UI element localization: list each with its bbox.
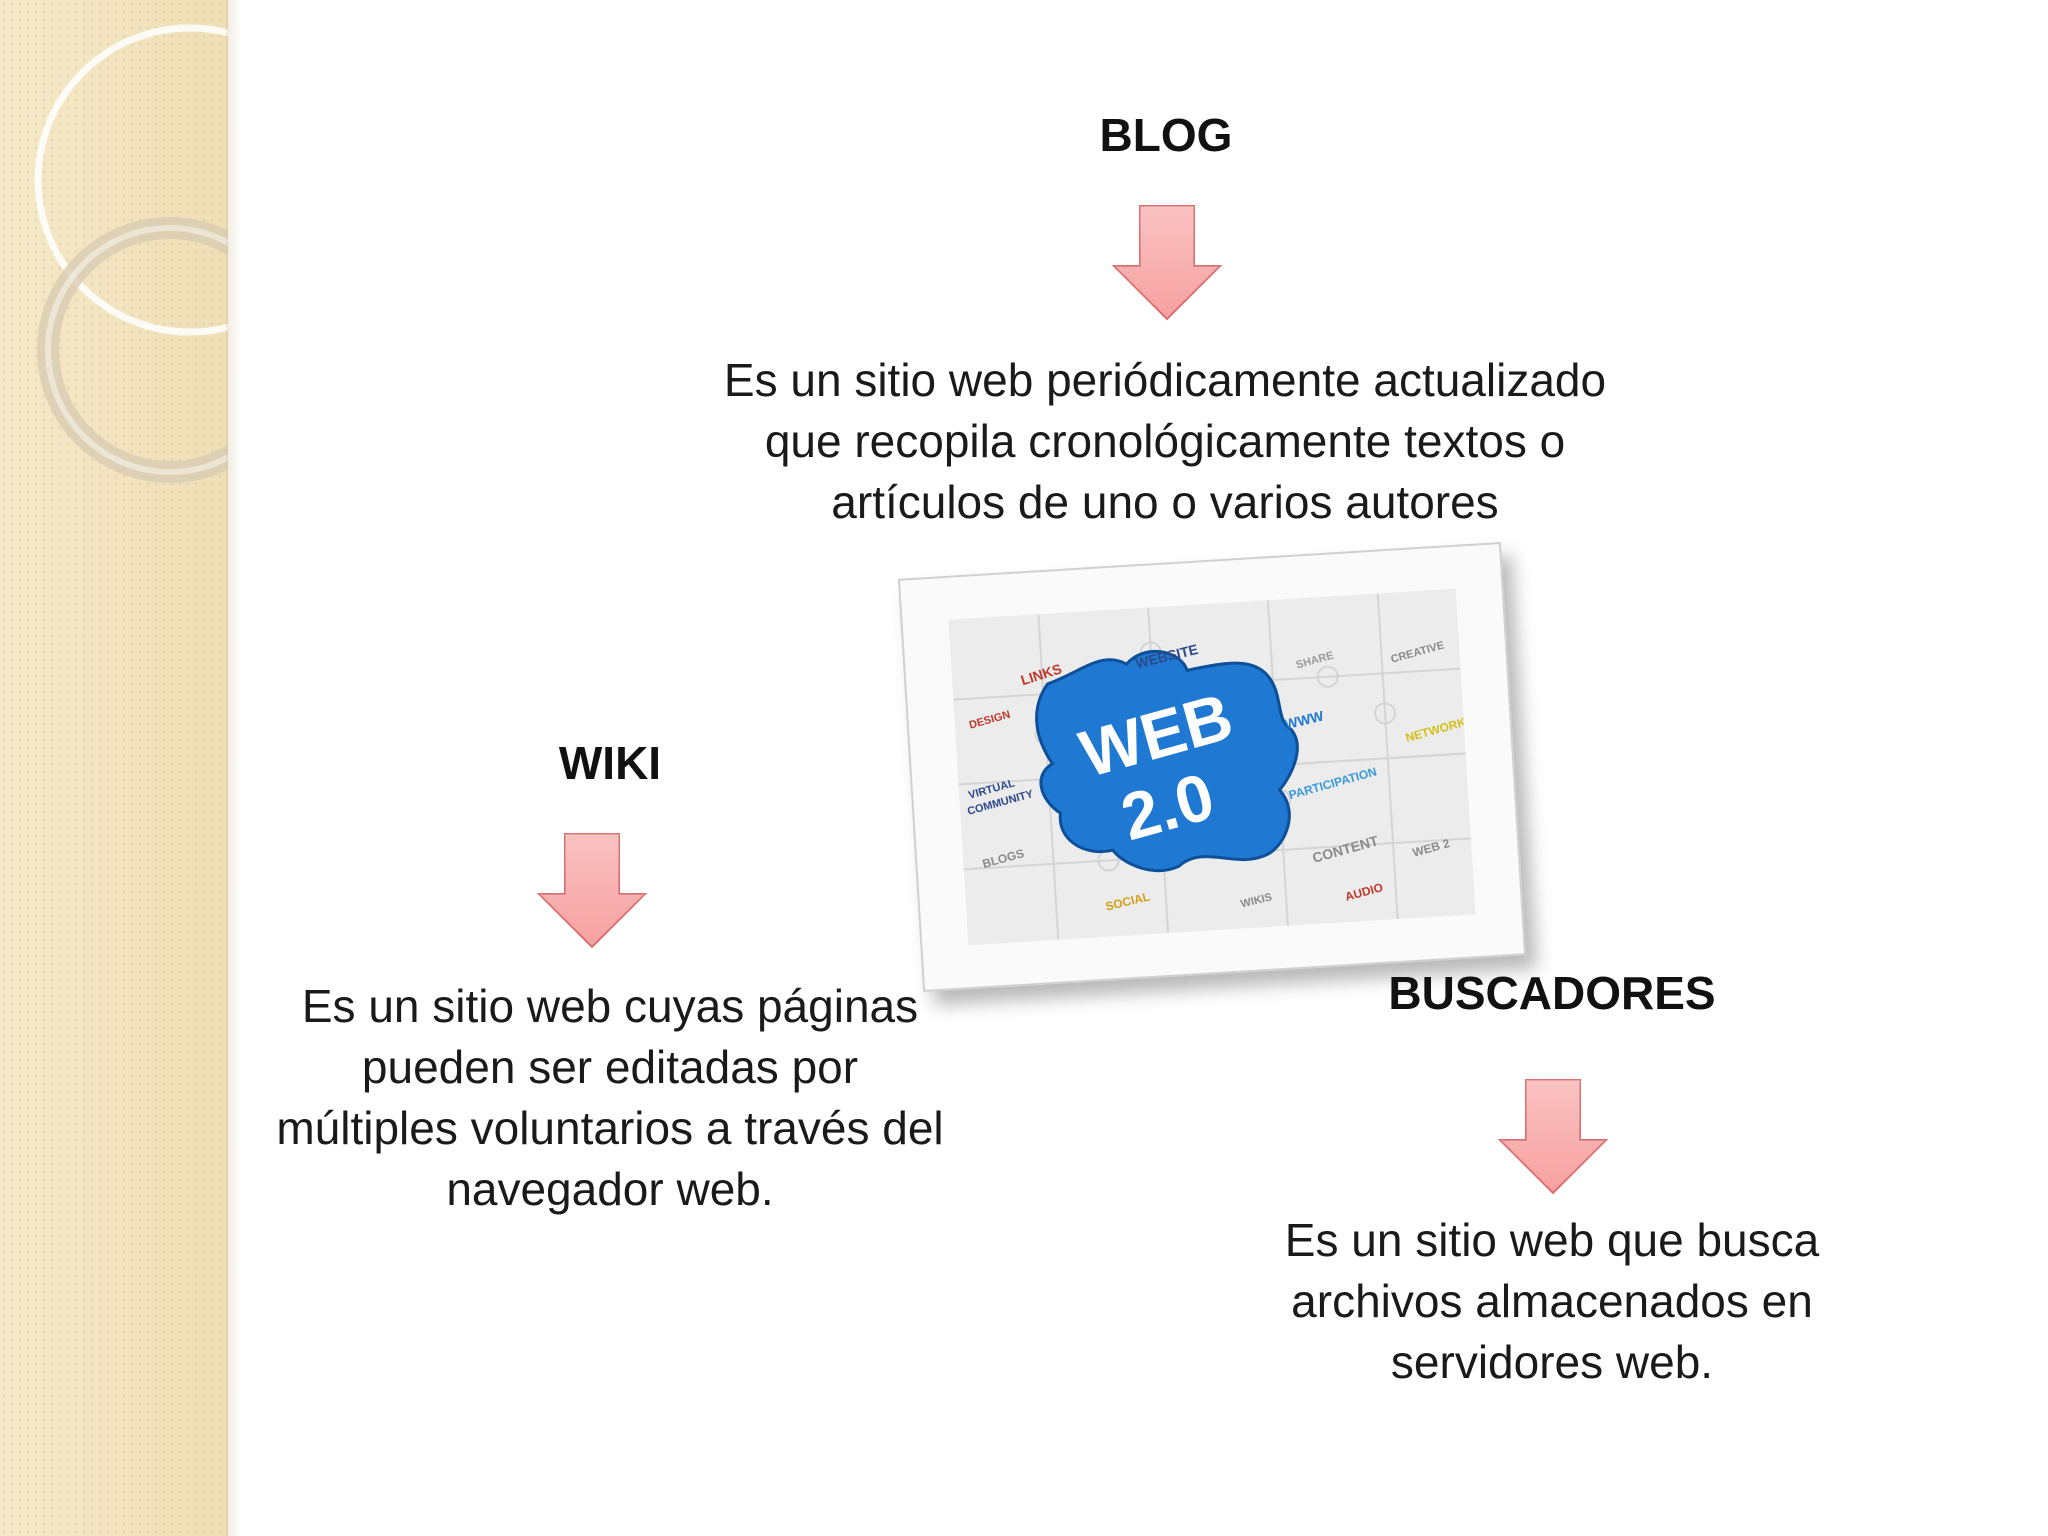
wiki-description-line: múltiples voluntarios a través del	[276, 1102, 944, 1154]
wiki-description-line: Es un sitio web cuyas páginas	[301, 980, 919, 1032]
buscadores-down-arrow-icon	[1498, 1079, 1608, 1195]
wiki-description: Es un sitio web cuyas páginas pueden ser…	[230, 976, 990, 1220]
blog-description-line: Es un sitio web periódicamente actualiza…	[723, 354, 1607, 406]
wiki-heading: WIKI	[558, 737, 662, 789]
web20-image-frame: WEB 2.0 LINKS WEBSITE WWW PARTICIPATION …	[897, 541, 1527, 993]
web20-puzzle-illustration: WEB 2.0 LINKS WEBSITE WWW PARTICIPATION …	[948, 588, 1476, 946]
buscadores-heading: BUSCADORES	[1388, 967, 1716, 1019]
wiki-description-line: navegador web.	[446, 1163, 774, 1215]
sidebar-edge-shadow	[226, 0, 240, 1536]
wiki-down-arrow-icon	[537, 833, 647, 949]
blog-heading: BLOG	[1099, 109, 1233, 161]
buscadores-description-line: servidores web.	[1390, 1336, 1714, 1388]
blog-down-arrow-icon	[1112, 205, 1222, 321]
decorative-rings	[34, 24, 228, 483]
wiki-description-line: pueden ser editadas por	[361, 1041, 859, 1093]
buscadores-description-line: archivos almacenados en	[1291, 1275, 1813, 1327]
buscadores-description: Es un sitio web que busca archivos almac…	[1222, 1210, 1882, 1393]
blog-description-line: que recopila cronológicamente textos o	[764, 415, 1566, 467]
buscadores-description-line: Es un sitio web que busca	[1284, 1214, 1820, 1266]
blog-description: Es un sitio web periódicamente actualiza…	[640, 350, 1690, 533]
decorative-sidebar	[0, 0, 228, 1536]
blog-description-line: artículos de uno o varios autores	[831, 476, 1499, 528]
web20-image: WEB 2.0 LINKS WEBSITE WWW PARTICIPATION …	[948, 588, 1476, 946]
